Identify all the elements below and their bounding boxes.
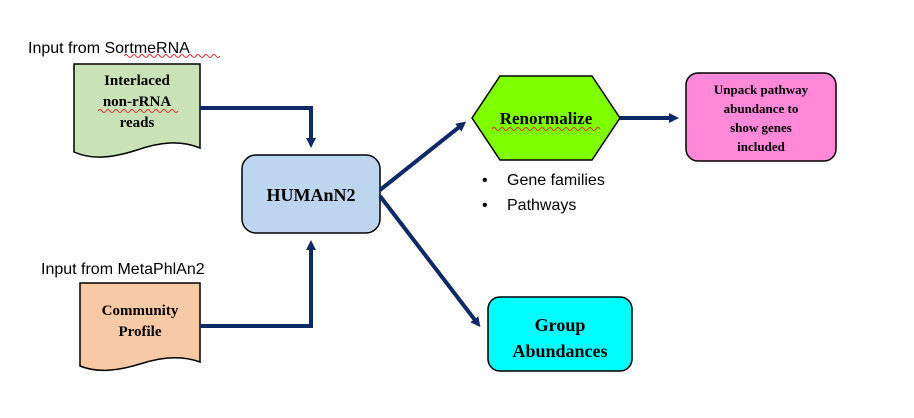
output-gene-families: Gene families xyxy=(507,172,605,189)
unpack-line-2: abundance to xyxy=(724,101,799,116)
arrow-humann2-to-renormalize xyxy=(378,121,467,192)
spellcheck-underline xyxy=(491,127,601,131)
arrow-reads-to-humann2 xyxy=(200,106,316,148)
community-line-1: Community xyxy=(102,303,179,319)
interlaced-reads-document: Interlaced non-rRNA reads xyxy=(73,63,201,158)
arrow-profile-to-humann2 xyxy=(200,240,316,328)
group-line-1: Group xyxy=(535,315,586,335)
renormalize-outputs-list: • Gene families • Pathways xyxy=(482,172,605,214)
unpack-pathway-box xyxy=(685,72,837,162)
interlaced-reads-shape xyxy=(73,63,201,158)
humann2-box xyxy=(241,154,381,234)
unpack-pathway-node: Unpack pathway abundance to show genes i… xyxy=(685,72,837,162)
community-profile-document: Community Profile xyxy=(79,282,201,372)
bullet-dot: • xyxy=(482,172,488,189)
unpack-line-3: show genes xyxy=(730,120,792,135)
interlaced-line-3: reads xyxy=(120,115,155,131)
unpack-line-4: included xyxy=(737,139,785,154)
renormalize-label: Renormalize xyxy=(500,109,593,128)
renormalize-node: Renormalize xyxy=(471,75,621,161)
arrow-humann2-to-group xyxy=(378,194,481,328)
group-abundances-box xyxy=(487,296,633,372)
connector-arrows xyxy=(200,106,679,328)
unpack-line-1: Unpack pathway xyxy=(714,82,809,97)
spellcheck-underline xyxy=(123,54,221,58)
bullet-dot: • xyxy=(482,197,488,214)
interlaced-line-2: non-rRNA xyxy=(103,94,172,110)
community-profile-shape xyxy=(79,282,201,372)
metaphlan-input-caption: Input from MetaPhlAn2 xyxy=(41,261,205,278)
sortmerna-input-caption: Input from SortmeRNA xyxy=(28,40,190,57)
interlaced-line-1: Interlaced xyxy=(104,73,170,89)
group-line-2: Abundances xyxy=(512,341,607,361)
community-line-2: Profile xyxy=(118,324,161,340)
group-abundances-node: Group Abundances xyxy=(487,296,633,372)
output-pathways: Pathways xyxy=(507,197,576,214)
humann2-label: HUMAnN2 xyxy=(267,185,356,205)
humann2-node: HUMAnN2 xyxy=(241,154,381,234)
spellcheck-underline xyxy=(97,109,179,113)
